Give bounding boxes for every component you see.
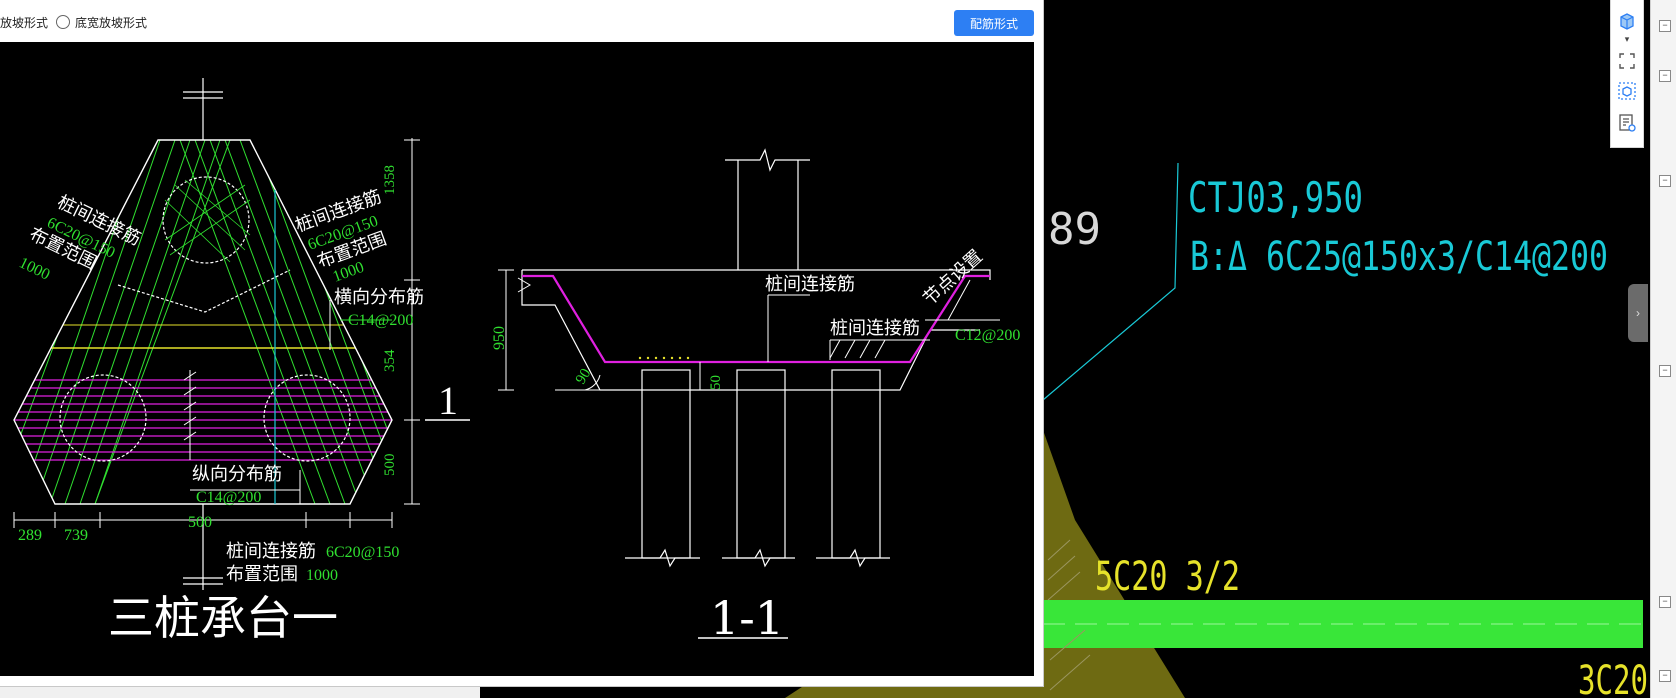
- value-longitudinal: C14@200: [196, 489, 261, 506]
- cap-label-reinforcement: B:Δ 6C25@150x3/C14@200: [1190, 234, 1608, 280]
- beam-label-5c20: 5C20 3/2: [1095, 554, 1240, 600]
- label-longitudinal: 纵向分布筋: [192, 464, 282, 484]
- dim-500-bottom: 500: [188, 514, 212, 531]
- collapse-icon[interactable]: −: [1659, 70, 1671, 82]
- label-section-connection-1: 桩间连接筋: [765, 274, 855, 294]
- cyan-leader: [1042, 162, 1179, 401]
- collapse-icon[interactable]: −: [1659, 20, 1671, 32]
- slope-options: 放坡形式 底宽放坡形式: [0, 10, 147, 34]
- option-slope-label[interactable]: 放坡形式: [0, 15, 49, 30]
- rebar-drawing: 1358 354 500 289 739 500 桩间连接筋 6C20@150 …: [0, 42, 1034, 676]
- label-transverse: 横向分布筋: [334, 287, 424, 307]
- tree-strip: − − − − − −: [1650, 0, 1676, 698]
- dim-90: 90: [573, 366, 595, 387]
- value-c12: C12@200: [955, 327, 1020, 344]
- dim-739: 739: [64, 527, 88, 544]
- chevron-down-icon[interactable]: ▾: [1624, 33, 1630, 44]
- panel-collapse-handle[interactable]: ›: [1628, 284, 1648, 342]
- status-strip: [0, 686, 480, 698]
- value-range-bottom: 1000: [306, 567, 338, 584]
- dim-950: 950: [491, 326, 508, 350]
- config-form-button[interactable]: 配筋形式: [954, 10, 1034, 36]
- value-connection-bottom: 6C20@150: [326, 544, 399, 561]
- value-range-left: 1000: [16, 254, 52, 283]
- collapse-icon[interactable]: −: [1659, 175, 1671, 187]
- label-section-connection-2: 桩间连接筋: [830, 318, 920, 338]
- collapse-icon[interactable]: −: [1659, 670, 1671, 682]
- value-transverse: C14@200: [348, 312, 413, 329]
- section-marker: 1: [438, 378, 458, 423]
- collapse-icon[interactable]: −: [1659, 365, 1671, 377]
- drawing-title-plan: 三桩承台一: [108, 591, 338, 645]
- dim-354: 354: [382, 349, 398, 372]
- properties-icon[interactable]: [1616, 112, 1638, 134]
- label-connection-bottom: 桩间连接筋: [226, 541, 316, 561]
- section-view: 950 50 90 桩间连接筋 桩间连接筋 节点设置 C12@200 1-1: [491, 148, 1020, 645]
- beam-label-3c20: 3C20: [1578, 658, 1648, 698]
- view-3d-icon[interactable]: [1616, 80, 1638, 102]
- radio-bottom-width-slope[interactable]: [56, 15, 71, 29]
- dim-500-right: 500: [382, 454, 398, 477]
- dim-1358: 1358: [382, 165, 398, 195]
- view-toolbar: ▾: [1610, 0, 1644, 148]
- label-node-setting: 节点设置: [919, 246, 986, 309]
- cube-icon[interactable]: [1616, 10, 1638, 32]
- dim-50: 50: [708, 375, 724, 390]
- collapse-icon[interactable]: −: [1659, 596, 1671, 608]
- option-bottom-width-slope-label[interactable]: 底宽放坡形式: [75, 15, 148, 30]
- dim-289: 289: [18, 527, 42, 544]
- cap-label-ctj: CTJ03,950: [1188, 173, 1363, 222]
- plan-view: 1358 354 500 289 739 500 桩间连接筋 6C20@150 …: [13, 78, 470, 645]
- label-range-bottom: 布置范围: [226, 564, 298, 584]
- reinforcement-dialog: 放坡形式 底宽放坡形式 配筋形式: [0, 0, 1044, 687]
- text-89: 89: [1048, 204, 1101, 255]
- drawing-title-section: 1-1: [710, 591, 784, 645]
- drawing-canvas: 1358 354 500 289 739 500 桩间连接筋 6C20@150 …: [13, 78, 1020, 645]
- fullscreen-icon[interactable]: [1616, 50, 1638, 72]
